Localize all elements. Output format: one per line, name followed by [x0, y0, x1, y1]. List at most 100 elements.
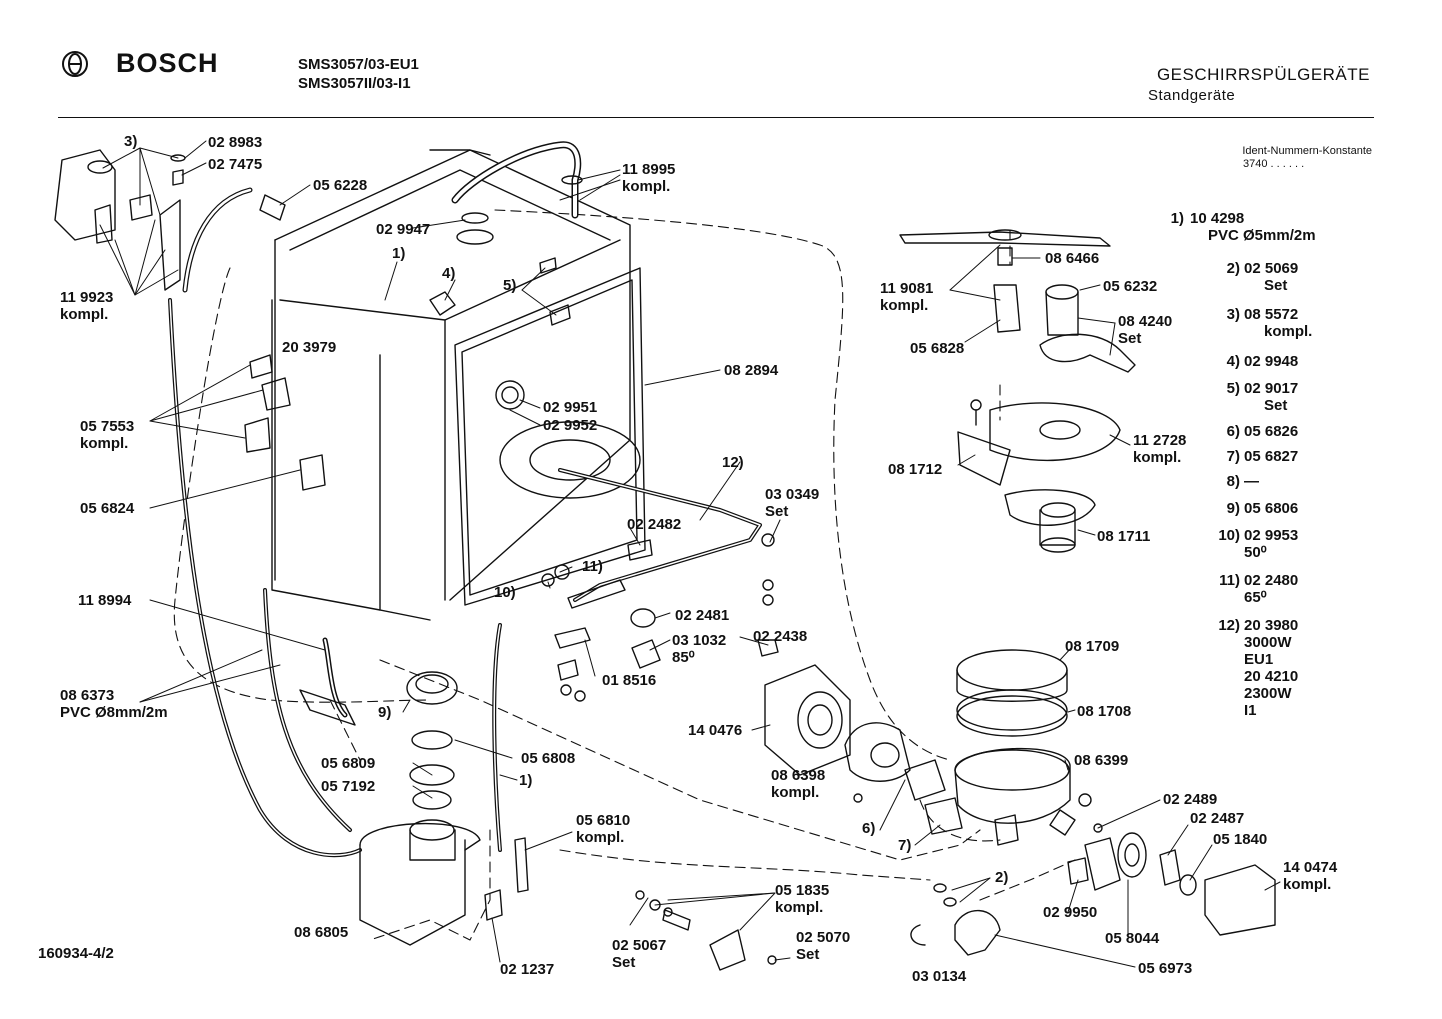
- legend-number: 10): [1218, 527, 1240, 544]
- legend-value: 02 9953: [1244, 527, 1299, 544]
- legend-value: 02 2480: [1244, 572, 1299, 589]
- callout-label: 02 9952: [543, 417, 597, 434]
- legend-value: 05 6827: [1244, 448, 1299, 465]
- callout-label: 05 6808: [521, 750, 575, 767]
- callout-label: 05 6232: [1103, 278, 1157, 295]
- callout-label: 08 6466: [1045, 250, 1099, 267]
- legend-value: I1: [1244, 702, 1257, 719]
- legend-number: 11): [1219, 572, 1240, 589]
- sump-assembly: [359, 671, 481, 946]
- callout-label: 02 9951: [543, 399, 597, 416]
- callout-label: 08 1711: [1097, 528, 1150, 545]
- callout-label: 9): [378, 704, 391, 721]
- callout-label: 05 6973: [1138, 960, 1192, 977]
- legend-value: 20 3980: [1244, 617, 1299, 634]
- callout-label: 08 6805: [294, 924, 348, 941]
- legend-value: Set: [1264, 397, 1288, 414]
- callout-label: 02 8983: [208, 134, 262, 151]
- ident-value: 3740 . . . . . .: [1243, 158, 1305, 170]
- callout-label: 08 2894: [724, 362, 779, 379]
- model-number-1: SMS3057/03-EU1: [298, 56, 419, 73]
- model-number-2: SMS3057II/03-I1: [298, 75, 411, 92]
- callout-label: 14 0476: [688, 722, 742, 739]
- legend-number: 2): [1226, 260, 1240, 277]
- page-subtitle: Standgeräte: [1148, 87, 1236, 104]
- legend-number: 3): [1226, 306, 1240, 323]
- legend-value: 05 6806: [1244, 500, 1299, 517]
- callout-label: 5): [503, 277, 516, 294]
- leader-lines: [99, 140, 1281, 968]
- brand-name: BOSCH: [116, 48, 219, 78]
- callout-label: 08 1712: [888, 461, 942, 478]
- callout-label: 05 8044: [1105, 930, 1160, 947]
- legend-number: 4): [1226, 353, 1240, 370]
- legend-value: 20 4210: [1244, 668, 1299, 685]
- ident-label: Ident-Nummern-Konstante: [1242, 145, 1372, 157]
- callout-label: 05 7192: [321, 778, 375, 795]
- spray-arm: [899, 231, 1111, 247]
- callout-label: 10): [494, 584, 516, 601]
- water-inlet-box: [54, 149, 116, 241]
- callout-label: 02 9950: [1043, 904, 1097, 921]
- callout-label: 08 1708: [1077, 703, 1131, 720]
- legend-value: 05 6826: [1244, 423, 1299, 440]
- callout-label: 6): [862, 820, 875, 837]
- header-rule: [58, 117, 1374, 118]
- callout-label: 01 8516: [602, 672, 656, 689]
- callout-label: 03 0134: [912, 968, 967, 985]
- callout-label: 4): [442, 265, 455, 282]
- legend-value: 02 9948: [1244, 353, 1299, 370]
- page-title: GESCHIRRSPÜLGERÄTE: [1156, 65, 1370, 84]
- legend-number: 12): [1218, 617, 1240, 634]
- legend-value: 10 4298: [1190, 210, 1245, 227]
- legend-value: 50⁰: [1244, 544, 1267, 561]
- callout-label: 1): [519, 772, 532, 789]
- callout-label: 11 8994: [78, 592, 132, 609]
- legend-value: EU1: [1244, 651, 1274, 668]
- callout-label: 1): [392, 245, 405, 262]
- callout-label: 05 6824: [80, 500, 135, 517]
- legend-value: 02 5069: [1244, 260, 1299, 277]
- legend-number: 1): [1170, 210, 1184, 227]
- legend-number: 6): [1226, 423, 1240, 440]
- legend-number: 7): [1226, 448, 1240, 465]
- legend-value: 2300W: [1244, 685, 1292, 702]
- callout-label: 20 3979: [282, 339, 336, 356]
- callout-label: 02 7475: [208, 156, 262, 173]
- callout-label: 02 1237: [500, 961, 554, 978]
- callout-label: 02 2489: [1163, 791, 1217, 808]
- legend-value: Set: [1264, 277, 1288, 294]
- callout-label: 02 2487: [1190, 810, 1244, 827]
- bosch-logo-icon: [62, 51, 88, 77]
- callout-label: 05 6809: [321, 755, 375, 772]
- document-number: 160934-4/2: [38, 945, 114, 962]
- callout-label: 12): [722, 454, 744, 471]
- callout-label: 05 6828: [910, 340, 964, 357]
- legend-number: 8): [1226, 473, 1240, 490]
- legend-number: 5): [1226, 380, 1240, 397]
- circulation-pump: [764, 664, 963, 835]
- legend-value: —: [1244, 473, 1259, 490]
- legend-value: kompl.: [1264, 323, 1313, 340]
- drain-pump-motor: [1204, 864, 1276, 936]
- legend-value: 02 9017: [1244, 380, 1299, 397]
- callout-label: 2): [995, 869, 1008, 886]
- callout-label: 08 6399: [1074, 752, 1128, 769]
- callout-label: 05 6228: [313, 177, 367, 194]
- legend-value: 08 5572: [1244, 306, 1299, 323]
- callout-label: 02 9947: [376, 221, 430, 238]
- callout-label: 3): [124, 133, 137, 150]
- callout-label: 02 2438: [753, 628, 807, 645]
